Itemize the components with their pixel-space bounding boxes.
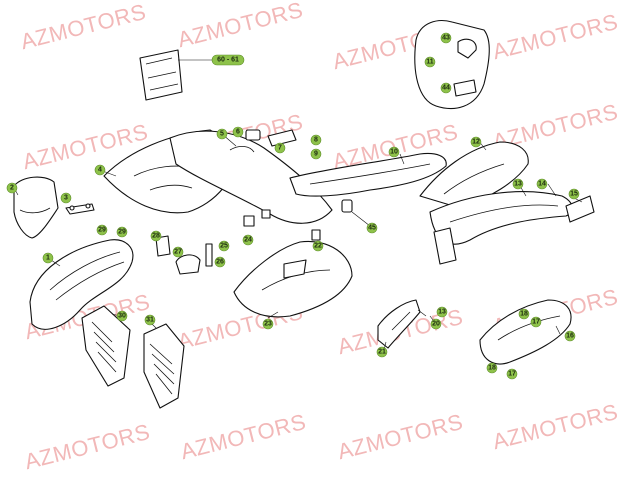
callout-label: 17 [532, 319, 540, 326]
callout-23[interactable]: 23 [262, 318, 274, 330]
callout-label: 1 [46, 255, 50, 262]
headlight-mask-part [13, 176, 59, 239]
callout-26[interactable]: 26 [214, 256, 226, 268]
number-plate-sticker-part [139, 49, 212, 101]
callout-17[interactable]: 17 [506, 368, 518, 380]
callout-label: 7 [278, 145, 282, 152]
callout-43[interactable]: 43 [440, 32, 452, 44]
callout-label: 12 [472, 139, 480, 146]
callout-4[interactable]: 4 [94, 164, 106, 176]
callout-12[interactable]: 12 [470, 136, 482, 148]
callout-label: 5 [220, 131, 224, 138]
callout-20[interactable]: 20 [430, 318, 442, 330]
callout-label: 30 [118, 313, 126, 320]
tail-light-part [565, 195, 595, 223]
callout-21[interactable]: 21 [376, 346, 388, 358]
callout-label: 23 [264, 321, 272, 328]
callout-label: 6 [236, 129, 240, 136]
callout-29[interactable]: 29 [116, 226, 128, 238]
callout-28[interactable]: 28 [150, 230, 162, 242]
mudguard-part [377, 299, 421, 349]
callout-label: 26 [216, 259, 224, 266]
callout-18[interactable]: 18 [518, 308, 530, 320]
callout-label: 28 [152, 233, 160, 240]
callout-label: 43 [442, 35, 450, 42]
callout-16[interactable]: 16 [564, 330, 576, 342]
callout-1[interactable]: 1 [42, 252, 54, 264]
gas-cap-detail-inset [414, 20, 490, 109]
callout-31[interactable]: 31 [144, 314, 156, 326]
callout-label: 45 [368, 225, 376, 232]
callout-27[interactable]: 27 [172, 246, 184, 258]
callout-24[interactable]: 24 [242, 234, 254, 246]
fork-guard-left-part [81, 305, 131, 387]
callout-label: 4 [98, 167, 102, 174]
callout-label: 31 [146, 317, 154, 324]
callout-10[interactable]: 10 [388, 146, 400, 158]
callout-44[interactable]: 44 [440, 82, 452, 94]
fork-guard-right-part [143, 323, 185, 409]
callout-label: 3 [64, 195, 68, 202]
callout-label: 21 [378, 349, 386, 356]
callout-25[interactable]: 25 [218, 240, 230, 252]
callout-label: 14 [538, 181, 546, 188]
callout-13[interactable]: 13 [512, 178, 524, 190]
callout-14[interactable]: 14 [536, 178, 548, 190]
callout-label: 27 [174, 249, 182, 256]
callout-11[interactable]: 11 [424, 56, 436, 68]
callout-label: 18 [520, 311, 528, 318]
callout-8[interactable]: 8 [310, 134, 322, 146]
rear-fender-part [429, 191, 573, 265]
callout-label: 44 [442, 85, 450, 92]
callout-6[interactable]: 6 [232, 126, 244, 138]
callout-label: 15 [570, 191, 578, 198]
callout-label: 60 - 61 [217, 57, 239, 64]
callout-label: 2 [10, 185, 14, 192]
hardware-part [155, 199, 353, 275]
callout-label: 29 [118, 229, 126, 236]
callout-label: 24 [244, 237, 252, 244]
callout-label: 10 [390, 149, 398, 156]
fuel-tank-part [169, 129, 333, 224]
callout-45[interactable]: 45 [366, 222, 378, 234]
callout-label: 16 [566, 333, 574, 340]
callout-label: 8 [314, 137, 318, 144]
callout-29[interactable]: 29 [96, 224, 108, 236]
callout-15[interactable]: 15 [568, 188, 580, 200]
callout-label: 29 [98, 227, 106, 234]
callout-22[interactable]: 22 [312, 240, 324, 252]
callout-label: 18 [488, 365, 496, 372]
callout-13[interactable]: 13 [436, 306, 448, 318]
callout-label: 25 [220, 243, 228, 250]
callout-label: 13 [514, 181, 522, 188]
front-fender-part [29, 239, 134, 330]
callout-30[interactable]: 30 [116, 310, 128, 322]
callout-3[interactable]: 3 [60, 192, 72, 204]
callout-label: 20 [432, 321, 440, 328]
side-number-plate-part [479, 299, 572, 365]
callout-7[interactable]: 7 [274, 142, 286, 154]
bracket-part [65, 203, 95, 215]
callout-label: 13 [438, 309, 446, 316]
callout-60-61[interactable]: 60 - 61 [211, 54, 245, 66]
callout-label: 22 [314, 243, 322, 250]
callout-18[interactable]: 18 [486, 362, 498, 374]
callout-label: 9 [314, 151, 318, 158]
callout-17[interactable]: 17 [530, 316, 542, 328]
radiator-scoop-part [233, 240, 353, 318]
callout-label: 17 [508, 371, 516, 378]
seat-part [289, 152, 447, 197]
callout-2[interactable]: 2 [6, 182, 18, 194]
callout-5[interactable]: 5 [216, 128, 228, 140]
callout-9[interactable]: 9 [310, 148, 322, 160]
callout-label: 11 [426, 59, 434, 66]
